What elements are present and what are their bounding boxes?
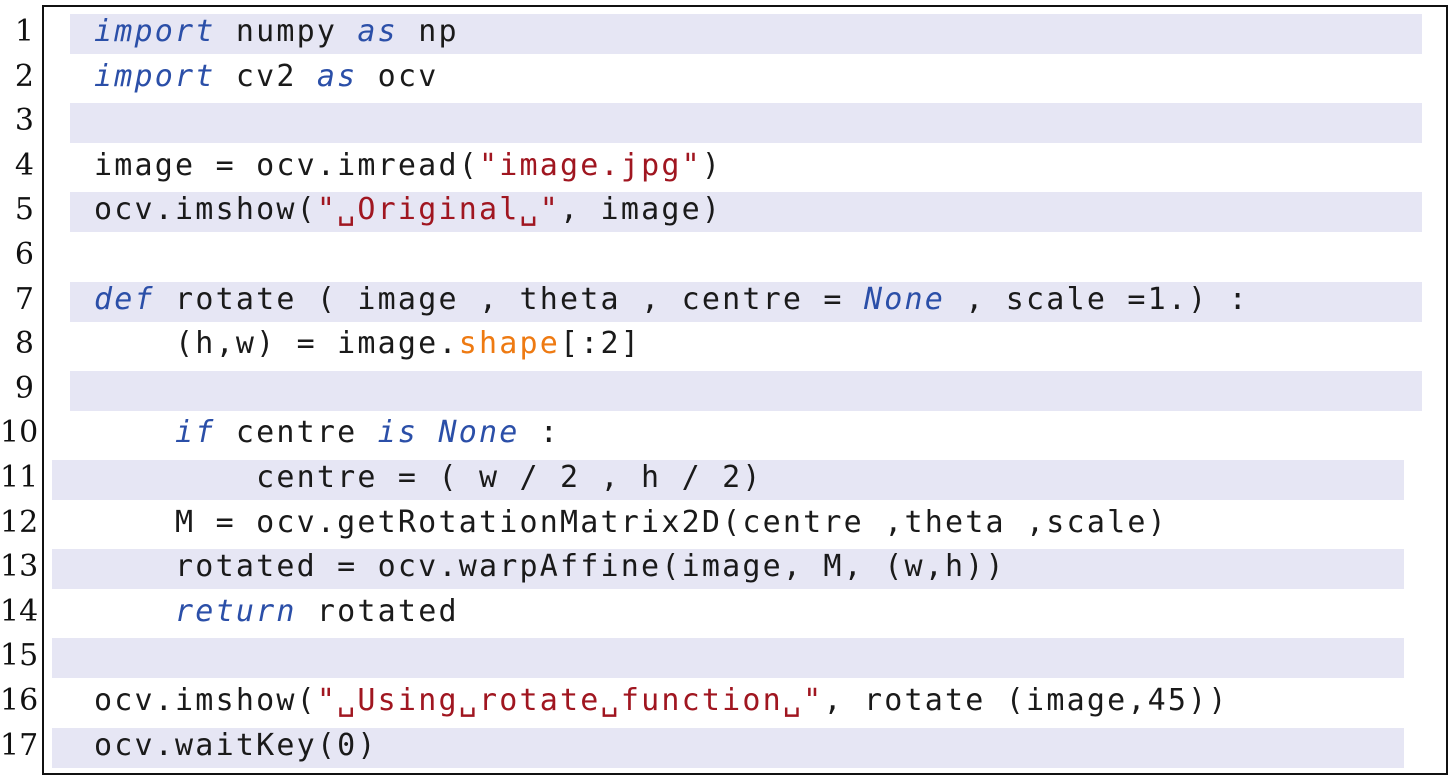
code-line: rotated = ocv.warpAffine(image, M, (w,h)… [94, 545, 1006, 589]
code-frame [42, 5, 1448, 775]
code-token: rotate ( image , theta , centre = [154, 281, 864, 317]
line-highlight [70, 281, 1422, 322]
code-line: import numpy as np [94, 10, 459, 54]
code-line: ocv.imshow("␣Original␣", image) [94, 188, 722, 232]
keyword-token: as [357, 14, 398, 49]
string-token: "␣Using␣rotate␣function␣" [316, 683, 824, 718]
line-number: 7 [14, 281, 34, 317]
code-token: , scale =1.) : [945, 281, 1249, 317]
line-number: 14 [0, 593, 39, 629]
line-highlight [52, 460, 1404, 500]
code-token: np [397, 14, 459, 49]
keyword-token: def [94, 281, 155, 317]
code-line: def rotate ( image , theta , centre = No… [94, 278, 1249, 322]
code-line: M = ocv.getRotationMatrix2D(centre ,thet… [94, 501, 1168, 545]
keyword-token: import [94, 14, 216, 49]
string-token: "image.jpg" [478, 147, 702, 183]
keyword-token: as [316, 58, 358, 94]
code-line: return rotated [94, 590, 459, 634]
code-token: cv2 [215, 58, 317, 94]
keyword-token: import [94, 58, 216, 94]
line-number: 8 [14, 326, 34, 362]
line-highlight [52, 549, 1404, 590]
line-highlight [52, 638, 1404, 679]
keyword-token: None [438, 415, 520, 451]
keyword-token: is [377, 415, 419, 451]
line-number: 15 [0, 638, 39, 674]
line-highlight [70, 14, 1422, 54]
line-number: 4 [14, 147, 34, 183]
line-number: 11 [0, 460, 39, 495]
code-line: ocv.waitKey(0) [94, 724, 378, 768]
code-token: : [519, 415, 561, 451]
line-number: 12 [0, 504, 39, 540]
keyword-token: return [175, 593, 297, 629]
line-number: 9 [14, 370, 34, 406]
code-token [94, 594, 175, 629]
line-highlight [70, 103, 1422, 144]
code-line: (h,w) = image.shape[:2] [94, 322, 641, 366]
line-highlight [70, 370, 1422, 411]
keyword-token: if [175, 415, 216, 451]
code-line: if centre is None : [94, 411, 560, 455]
line-number: 3 [14, 103, 34, 139]
line-number: 1 [14, 14, 34, 49]
string-token: "␣Original␣" [316, 192, 561, 228]
line-number: 13 [0, 549, 39, 585]
code-token: , image) [560, 192, 723, 228]
keyword-token: None [863, 281, 945, 317]
code-line: centre = ( w / 2 , h / 2) [94, 456, 763, 500]
code-token: centre = ( w / 2 , h / 2) [94, 460, 763, 495]
line-number: 6 [14, 237, 34, 272]
code-token: ocv.waitKey(0) [94, 727, 378, 763]
attribute-token: shape [458, 326, 561, 362]
code-token: (h,w) = image. [94, 326, 459, 362]
line-highlight [52, 727, 1404, 768]
code-token [418, 415, 438, 450]
code-token: image = ocv.imread( [94, 147, 479, 183]
line-number: 5 [14, 192, 34, 228]
line-highlight [70, 192, 1422, 233]
line-number: 10 [0, 415, 39, 451]
code-token: centre [215, 415, 378, 451]
code-token: M = ocv.getRotationMatrix2D(centre ,thet… [94, 504, 1168, 540]
line-number: 16 [0, 683, 39, 718]
code-token: ) [701, 147, 723, 183]
code-token: ocv.imshow( [94, 192, 317, 228]
code-token: numpy [215, 14, 358, 49]
code-token: ocv [357, 58, 439, 94]
code-token: , rotate (image,45)) [823, 683, 1229, 718]
code-token [94, 415, 175, 450]
line-number: 17 [0, 727, 39, 763]
code-token: rotated [296, 593, 459, 629]
code-line: ocv.imshow("␣Using␣rotate␣function␣", ro… [94, 679, 1229, 723]
code-line: import cv2 as ocv [94, 55, 438, 99]
code-token: ocv.imshow( [94, 683, 317, 718]
code-token: rotated = ocv.warpAffine(image, M, (w,h)… [94, 549, 1006, 585]
code-token: [:2] [560, 326, 642, 362]
code-line: image = ocv.imread("image.jpg") [94, 144, 722, 188]
line-number: 2 [14, 58, 34, 94]
